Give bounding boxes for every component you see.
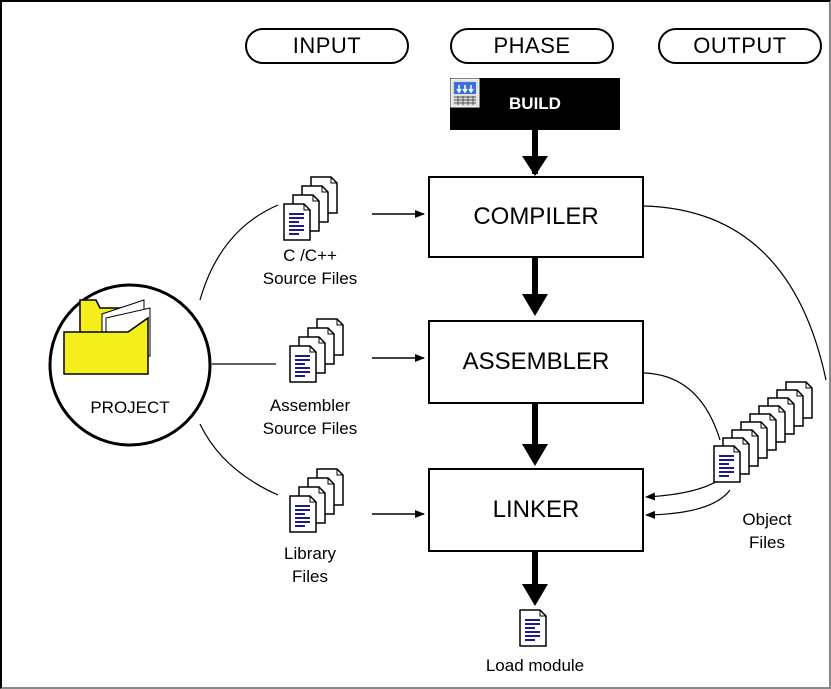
object-files-label-line2: Files: [749, 533, 785, 552]
phase-header: PHASE: [450, 28, 614, 64]
load-module-label: Load module: [485, 656, 585, 675]
library-label: Library Files: [260, 542, 360, 588]
linker-box: LINKER: [428, 468, 644, 552]
object-files-label-line1: Object: [742, 510, 792, 529]
assembler-label: ASSEMBLER: [462, 348, 610, 375]
asm-source-files-icon: [289, 318, 344, 383]
build-icon: [450, 78, 480, 108]
folder-icon: [63, 299, 151, 375]
compiler-label: COMPILER: [473, 203, 599, 230]
compiler-to-object-curve: [643, 205, 827, 381]
object-files-icon: [713, 381, 813, 483]
build-button[interactable]: BUILD: [450, 78, 620, 130]
project-to-library-curve: [199, 423, 279, 496]
build-label: BUILD: [509, 94, 561, 113]
library-files-icon: [289, 468, 344, 533]
assembler-box: ASSEMBLER: [428, 320, 644, 404]
linker-to-load-arrowhead: [522, 584, 548, 606]
object-files-label: Object Files: [722, 508, 812, 554]
c-source-files-icon: [283, 176, 338, 241]
asm-source-label-line1: Assembler: [269, 396, 351, 415]
linker-label: LINKER: [492, 496, 580, 523]
build-arrowhead: [522, 156, 548, 176]
c-source-label-line2: Source Files: [262, 269, 358, 288]
asm-source-label: Assembler Source Files: [250, 394, 370, 440]
object-to-linker-arrow-2: [645, 489, 731, 519]
library-label-line2: Files: [292, 567, 328, 586]
library-label-line1: Library: [284, 544, 336, 563]
assembler-to-linker-arrowhead: [522, 444, 548, 466]
object-to-linker-arrow-1: [645, 477, 723, 501]
c-source-label-line1: C /C++: [283, 246, 337, 265]
project-to-c-source-curve: [199, 204, 279, 301]
assembler-to-object-curve: [643, 372, 721, 441]
input-header: INPUT: [245, 28, 409, 64]
compiler-to-assembler-arrowhead: [522, 294, 548, 316]
asm-source-label-line2: Source Files: [262, 419, 358, 438]
project-label: PROJECT: [90, 398, 170, 417]
c-source-label: C /C++ Source Files: [250, 244, 370, 290]
compiler-box: COMPILER: [428, 176, 644, 258]
load-module-icon: [519, 609, 547, 647]
output-header: OUTPUT: [658, 28, 822, 64]
